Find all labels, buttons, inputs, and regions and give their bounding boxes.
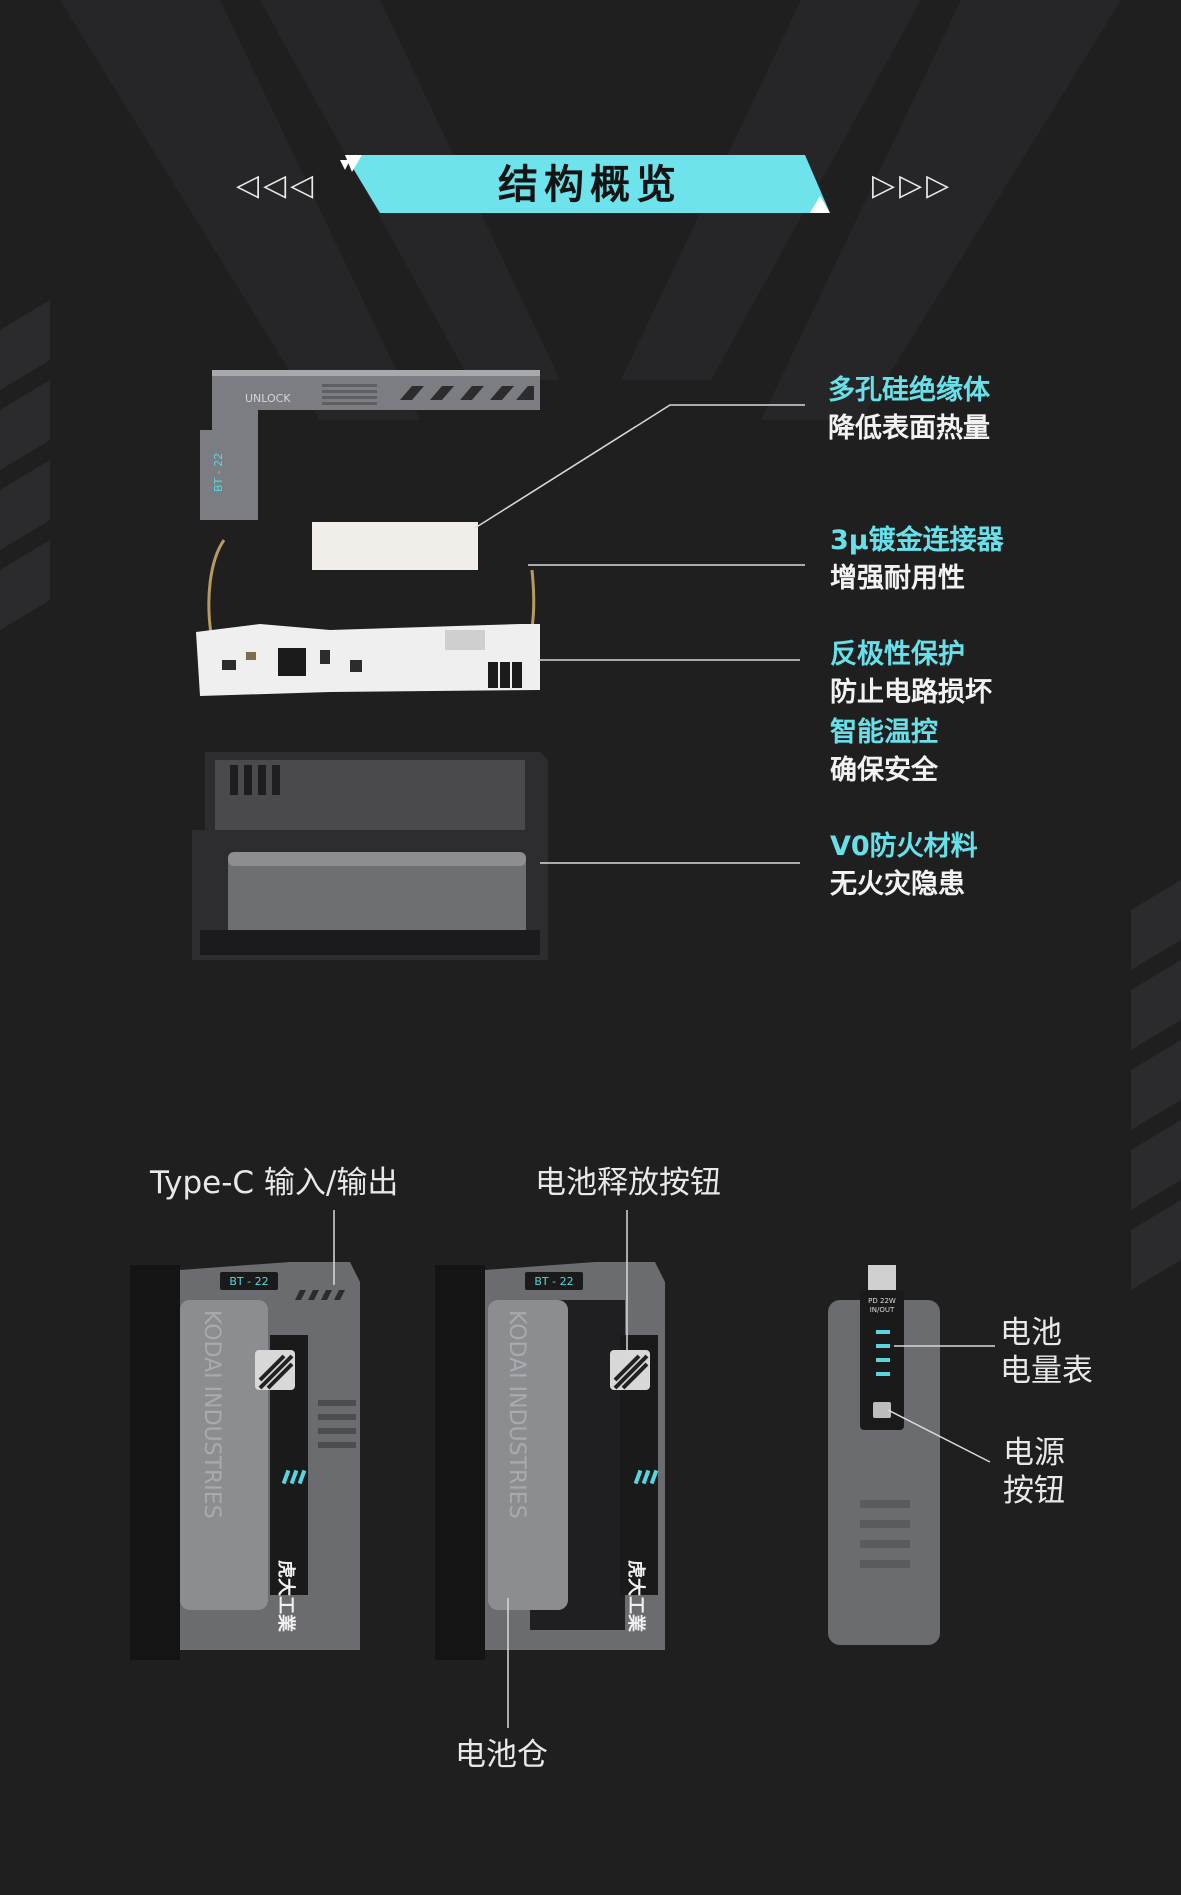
- insulator: [312, 522, 478, 570]
- side-marking-1: PD 22W: [868, 1297, 896, 1305]
- left-arrows-icon: ◁◁◁: [236, 168, 318, 203]
- callout-insulator: 多孔硅绝缘体 降低表面热量: [828, 375, 990, 444]
- brand-cn-2: 虎大工業: [625, 1560, 647, 1633]
- callout-fireproof: V0防火材料 无火灾隐患: [830, 831, 978, 900]
- callout-release-button: 电池释放按钮: [535, 1165, 721, 1201]
- callout-power-button: 电源 按钮: [1003, 1435, 1065, 1509]
- product-front-with-battery: BT - 22 KODAI INDUSTRIES 虎大工業: [130, 1262, 360, 1660]
- side-marking-2: IN/OUT: [870, 1306, 895, 1314]
- callout-polarity: 反极性保护 防止电路损坏: [830, 639, 992, 708]
- cover-model-text: BT - 22: [212, 453, 225, 492]
- pcb: [196, 624, 540, 696]
- cover-unlock-text: UNLOCK: [245, 392, 291, 405]
- housing: [192, 752, 548, 960]
- callout-battery-bay: 电池仓: [455, 1737, 548, 1773]
- product-side: PD 22W IN/OUT: [828, 1265, 940, 1645]
- callout-battery-meter: 电池 电量表: [1000, 1315, 1093, 1389]
- brand-text-1: KODAI INDUSTRIES: [199, 1310, 224, 1519]
- callout-typec: Type-C 输入/输出: [150, 1165, 399, 1201]
- brand-cn-1: 虎大工業: [275, 1560, 297, 1633]
- right-arrows-icon: ▷▷▷: [872, 168, 954, 203]
- callout-temperature: 智能温控 确保安全: [830, 717, 938, 786]
- top-cover: UNLOCK BT - 22: [200, 370, 540, 520]
- model-tag-text-1: BT - 22: [229, 1275, 268, 1288]
- page-title: 结构概览: [498, 162, 682, 208]
- product-front-open: BT - 22 KODAI INDUSTRIES 虎大工業: [435, 1262, 665, 1660]
- model-tag-text-2: BT - 22: [534, 1275, 573, 1288]
- callout-connector: 3μ镀金连接器 增强耐用性: [830, 525, 1004, 594]
- brand-text-2: KODAI INDUSTRIES: [504, 1310, 529, 1519]
